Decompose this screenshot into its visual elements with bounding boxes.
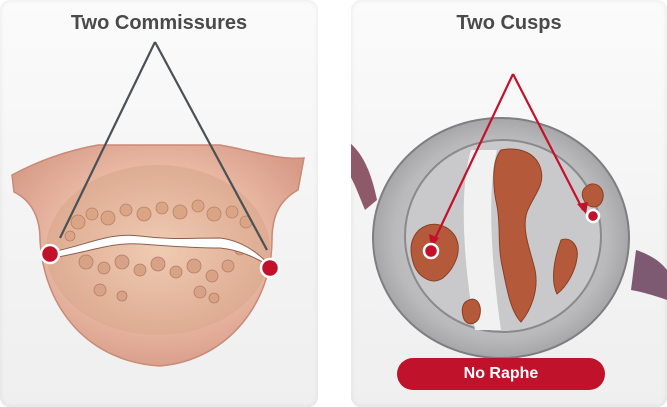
cusp-marker-left bbox=[424, 244, 438, 258]
panel-title-commissures: Two Commissures bbox=[0, 12, 318, 35]
vessel-stub-right bbox=[631, 250, 667, 300]
commissure-marker-left bbox=[41, 245, 59, 263]
panel-title-cusps: Two Cusps bbox=[351, 12, 667, 35]
valve-3d-render bbox=[351, 0, 667, 407]
commissure-marker-right bbox=[261, 259, 279, 277]
two-cusps-panel: Two Cusps No Raphe bbox=[351, 0, 667, 407]
cusp-marker-right bbox=[587, 210, 599, 222]
two-commissures-panel: Two Commissures bbox=[0, 0, 318, 407]
no-raphe-badge: No Raphe bbox=[397, 358, 605, 390]
valve-anatomy-illustration bbox=[0, 0, 318, 407]
vessel-stub-left bbox=[351, 140, 377, 210]
